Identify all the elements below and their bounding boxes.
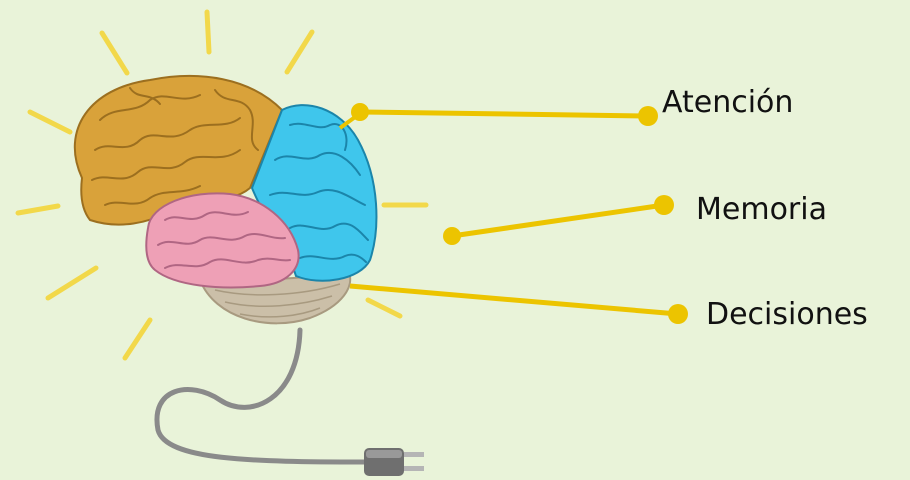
label-memoria: Memoria [696,195,827,225]
label-decisiones: Decisiones [706,300,868,330]
brain-icon [75,76,377,323]
power-plug-icon [364,448,424,476]
pointer-memoria [443,195,674,245]
power-cable [157,330,366,462]
label-atencion: Atención [662,88,793,118]
pointer-atencion [340,103,658,128]
